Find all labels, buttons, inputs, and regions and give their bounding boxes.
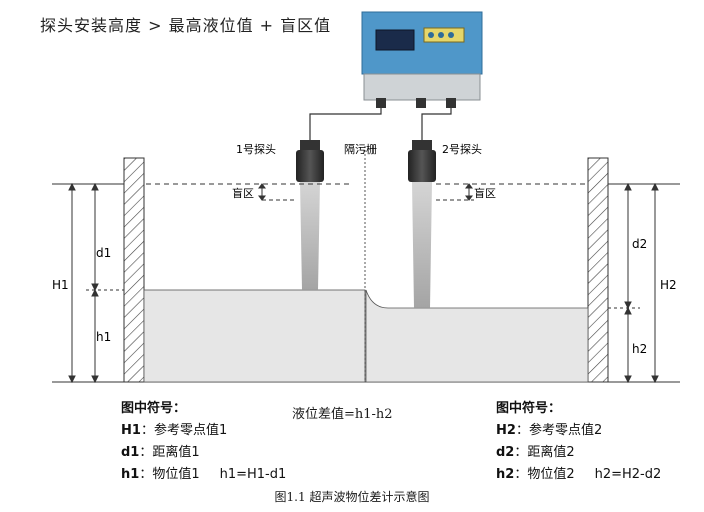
h1-label: h1 xyxy=(96,330,111,344)
probe1-cable xyxy=(309,108,382,140)
install-height-header: 探头安装高度 > 最高液位值 + 盲区值 xyxy=(40,16,332,35)
liquid-right xyxy=(365,289,589,383)
legend-left-line1: H1：参考零点值1 xyxy=(121,423,228,438)
d2-label: d2 xyxy=(632,237,647,251)
ultrasonic-probe-icon xyxy=(296,140,324,182)
probe1-beam xyxy=(300,182,320,290)
left-dimensions xyxy=(52,182,124,384)
blind2-label: 盲区 xyxy=(474,186,496,200)
ultrasonic-probe-icon xyxy=(408,140,436,182)
legend-right-title: 图中符号： xyxy=(496,401,562,416)
probe2-cable xyxy=(421,108,452,140)
liquid-left xyxy=(143,289,366,383)
probe1-label: 1号探头 xyxy=(236,143,276,156)
H2-label: H2 xyxy=(660,278,677,292)
h2-label: h2 xyxy=(632,342,647,356)
right-wall xyxy=(587,157,609,383)
figure-caption: 图1.1 超声波物位差计示意图 xyxy=(274,490,430,504)
level-difference-formula: 液位差值=h1-h2 xyxy=(292,407,393,422)
legend-left-line2: d1：距离值1 xyxy=(121,445,200,460)
left-wall xyxy=(123,157,145,383)
d1-label: d1 xyxy=(96,246,111,260)
legend-left-title: 图中符号： xyxy=(121,401,187,416)
right-dimensions xyxy=(608,182,680,384)
probe2-beam xyxy=(412,182,432,308)
H1-label: H1 xyxy=(52,278,69,292)
probe2-label: 2号探头 xyxy=(442,143,482,156)
screen-label: 隔污栅 xyxy=(344,142,377,156)
blind1-label: 盲区 xyxy=(232,186,254,200)
blind-zone-arrows xyxy=(258,183,473,201)
legend-right-line2: d2：距离值2 xyxy=(496,445,575,460)
ultrasonic-controller-icon xyxy=(361,11,483,108)
legend-right-line1: H2：参考零点值2 xyxy=(496,423,603,438)
